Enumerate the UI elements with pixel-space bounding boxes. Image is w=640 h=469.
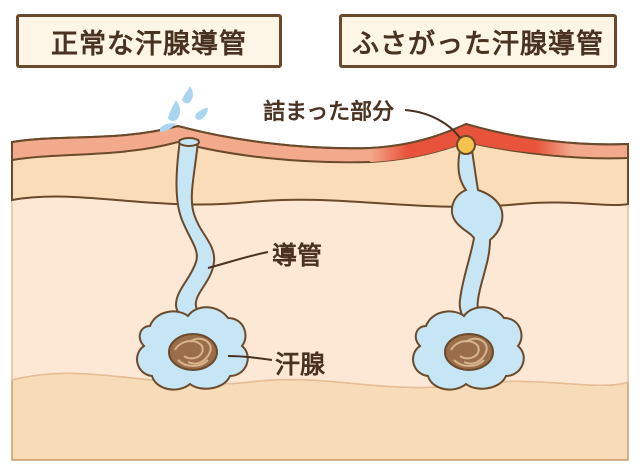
sweat-droplets	[160, 86, 208, 132]
blocked-part-leader-line	[404, 109, 461, 139]
blocked-plug	[456, 135, 476, 155]
blocked-duct-title: ふさがった汗腺導管	[339, 14, 617, 68]
gland-leader-line	[227, 355, 273, 361]
duct-opening	[178, 137, 200, 147]
blocked-part-label: 詰まった部分	[263, 100, 395, 125]
blocked-duct-title-text: ふさがった汗腺導管	[352, 28, 604, 60]
normal-duct-title: 正常な汗腺導管	[16, 14, 282, 68]
subcutis-layer	[11, 372, 629, 461]
normal-duct-title-text: 正常な汗腺導管	[51, 28, 247, 60]
sweat-gland-label: 汗腺	[275, 350, 326, 379]
duct-leader-line	[207, 251, 269, 269]
duct-label: 導管	[272, 241, 323, 270]
